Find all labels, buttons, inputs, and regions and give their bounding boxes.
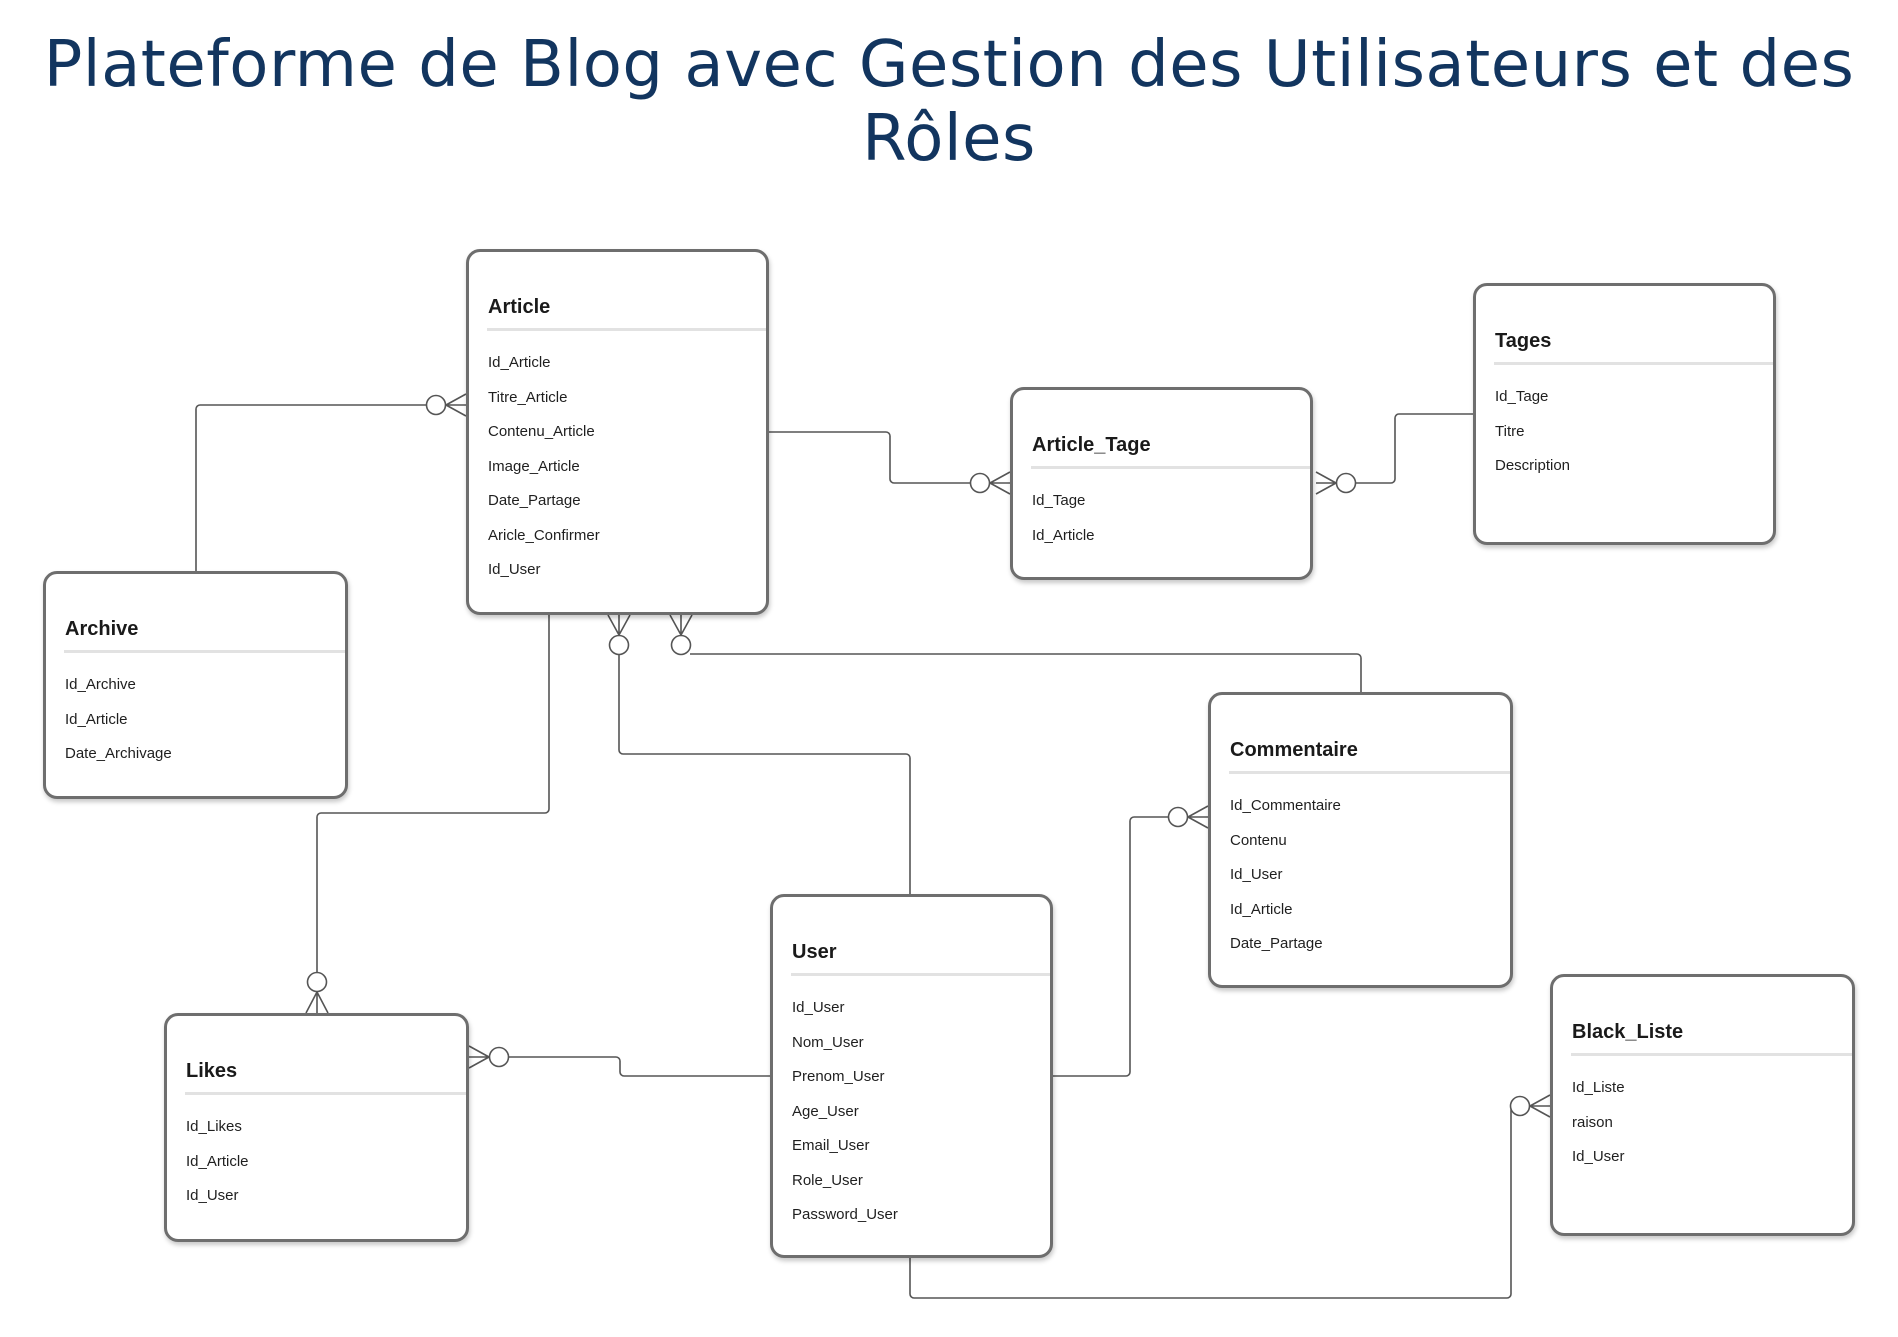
entity-article-name: Article [488, 296, 551, 318]
entity-field: Id_User [488, 561, 541, 578]
entity-tages[interactable]: Tages Id_Tage Titre Description [1473, 283, 1776, 545]
entity-field: Id_User [186, 1187, 239, 1204]
entity-field: Id_Likes [186, 1118, 242, 1135]
entity-article-fields: Id_Article Titre_Article Contenu_Article… [488, 346, 600, 588]
entity-archive[interactable]: Archive Id_Archive Id_Article Date_Archi… [43, 571, 348, 799]
entity-field: Titre_Article [488, 388, 568, 406]
connector-user-likes [468, 1045, 770, 1077]
entity-black-liste-fields: Id_Liste raison Id_User [1572, 1071, 1625, 1175]
entity-divider [791, 973, 1050, 976]
entity-field: Id_Commentaire [1230, 797, 1341, 814]
entity-archive-name: Archive [65, 618, 139, 640]
entity-field: Aricle_Confirmer [488, 526, 600, 544]
entity-field: Nom_User [792, 1033, 864, 1051]
connector-user-commentaire [1050, 805, 1209, 1077]
entity-field: Id_Archive [65, 676, 136, 693]
entity-user[interactable]: User Id_User Nom_User Prenom_User Age_Us… [770, 894, 1053, 1258]
entity-divider [1031, 466, 1310, 469]
entity-field: Id_Tage [1032, 492, 1086, 509]
entity-field: Id_User [792, 999, 845, 1016]
entity-commentaire-fields: Id_Commentaire Contenu Id_User Id_Articl… [1230, 789, 1341, 962]
entity-field: Role_User [792, 1171, 863, 1189]
entity-field: Id_Article [186, 1152, 249, 1170]
entity-field: Id_User [1572, 1148, 1625, 1165]
connector-archive-article [195, 393, 467, 571]
connector-user-article [607, 614, 911, 894]
entity-divider [64, 650, 345, 653]
entity-field: Titre [1495, 422, 1525, 440]
entity-likes-fields: Id_Likes Id_Article Id_User [186, 1110, 249, 1214]
entity-commentaire-name: Commentaire [1230, 739, 1358, 761]
entity-divider [487, 328, 766, 331]
entity-article-tage-name: Article_Tage [1032, 434, 1151, 456]
diagram-title: Plateforme de Blog avec Gestion des Util… [43, 28, 1855, 176]
entity-field: Contenu_Article [488, 423, 595, 440]
connector-article-likes [305, 615, 550, 1014]
entity-field: raison [1572, 1113, 1613, 1131]
entity-field: Id_Tage [1495, 388, 1549, 405]
entity-field: Date_Archivage [65, 745, 172, 762]
entity-field: Contenu [1230, 831, 1287, 849]
entity-article-tage-fields: Id_Tage Id_Article [1032, 484, 1095, 553]
entity-field: Id_Article [1032, 526, 1095, 544]
entity-commentaire[interactable]: Commentaire Id_Commentaire Contenu Id_Us… [1208, 692, 1513, 988]
entity-divider [185, 1092, 466, 1095]
entity-field: Id_Article [488, 354, 551, 371]
entity-divider [1229, 771, 1510, 774]
entity-field: Password_User [792, 1206, 898, 1223]
entity-archive-fields: Id_Archive Id_Article Date_Archivage [65, 668, 172, 772]
entity-black-liste-name: Black_Liste [1572, 1021, 1684, 1043]
entity-field: Description [1495, 457, 1571, 474]
entity-black-liste[interactable]: Black_Liste Id_Liste raison Id_User [1550, 974, 1855, 1236]
entity-field: Age_User [792, 1102, 859, 1120]
entity-field: Date_Partage [1230, 935, 1323, 952]
entity-article-tage[interactable]: Article_Tage Id_Tage Id_Article [1010, 387, 1313, 580]
entity-tages-name: Tages [1495, 330, 1552, 352]
entity-article[interactable]: Article Id_Article Titre_Article Contenu… [466, 249, 769, 615]
connector-commentaire-article [669, 614, 1362, 695]
connector-tages-article-tage [1315, 413, 1473, 495]
entity-likes-name: Likes [186, 1060, 238, 1082]
entity-field: Id_Article [1230, 900, 1293, 918]
entity-field: Id_User [1230, 866, 1283, 883]
entity-divider [1571, 1053, 1852, 1056]
entity-user-name: User [792, 941, 837, 963]
entity-user-fields: Id_User Nom_User Prenom_User Age_User Em… [792, 991, 898, 1233]
entity-field: Id_Liste [1572, 1079, 1625, 1096]
entity-tages-fields: Id_Tage Titre Description [1495, 380, 1570, 484]
entity-field: Email_User [792, 1137, 870, 1154]
connector-user-black-liste [909, 1094, 1551, 1299]
entity-field: Id_Article [65, 710, 128, 728]
entity-divider [1494, 362, 1773, 365]
entity-field: Date_Partage [488, 492, 581, 509]
entity-field: Prenom_User [792, 1068, 885, 1085]
entity-likes[interactable]: Likes Id_Likes Id_Article Id_User [164, 1013, 469, 1242]
connector-article-article-tage [769, 431, 1011, 495]
entity-field: Image_Article [488, 457, 580, 475]
